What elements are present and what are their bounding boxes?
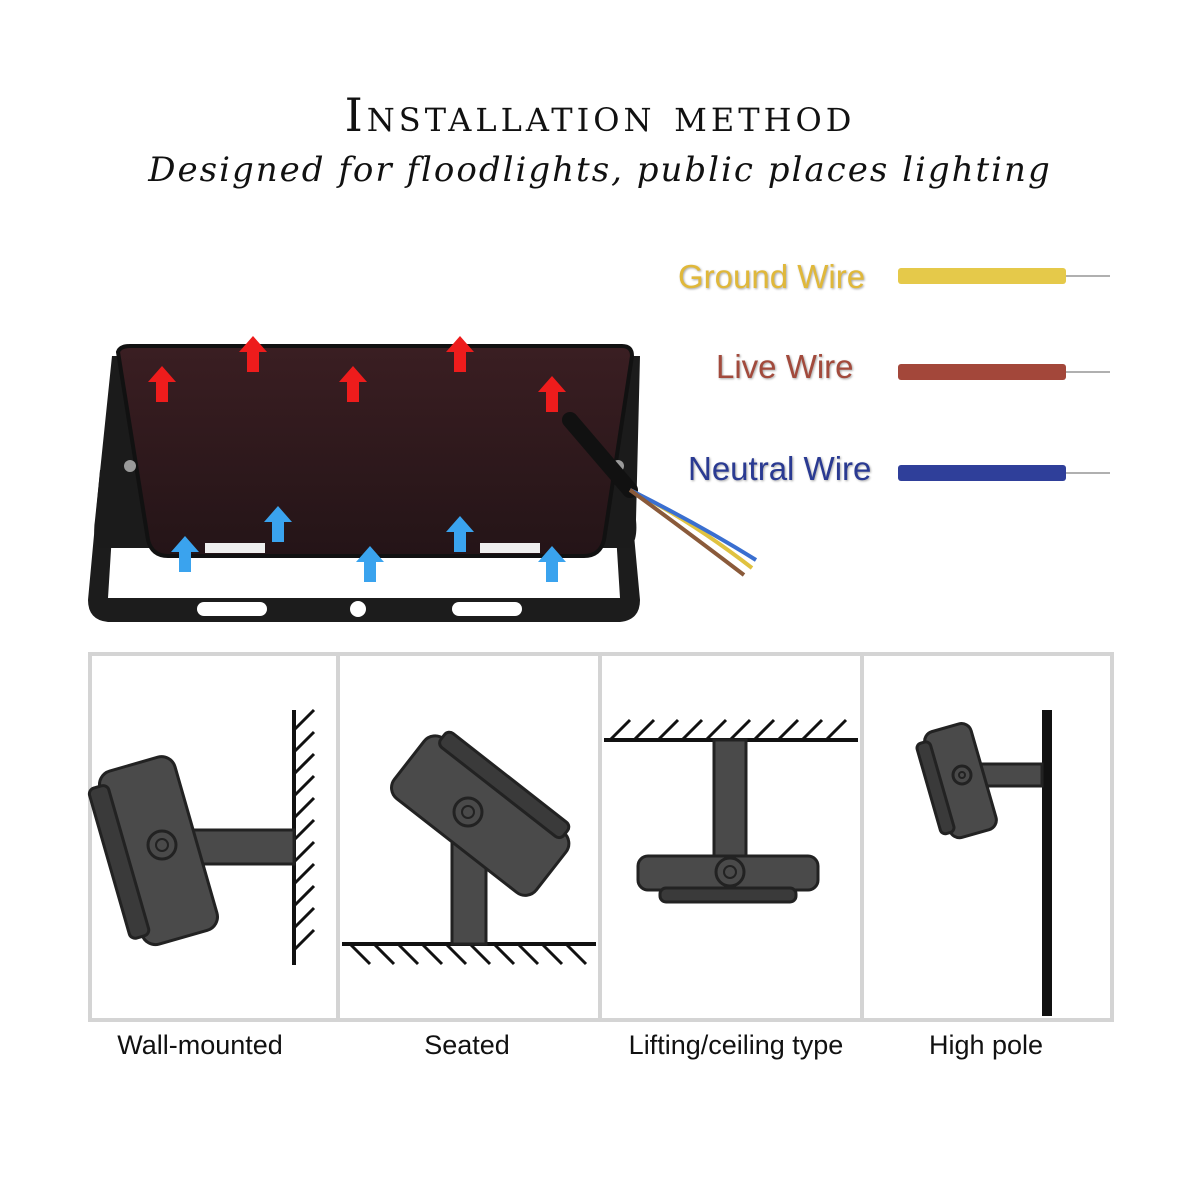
cool-air-arrow-icon xyxy=(446,516,474,552)
live-wire-label: Live Wire xyxy=(716,348,854,385)
bracket-slot-right xyxy=(452,602,522,616)
cool-air-arrow-icon xyxy=(356,546,384,582)
neutral-wire-tip xyxy=(1066,472,1110,474)
live-wire-tip xyxy=(1066,371,1110,373)
seated-diagram xyxy=(342,730,596,966)
caption-seated: Seated xyxy=(424,1030,510,1060)
cool-air-arrow-icon xyxy=(538,546,566,582)
caption-high-pole: High pole xyxy=(928,1030,1044,1060)
hot-air-arrow-icon xyxy=(538,376,566,412)
page-subtitle: Designed for floodlights, public places … xyxy=(148,150,1052,190)
caption-ceiling: Lifting/ceiling type xyxy=(628,1030,844,1060)
neutral-wire-label: Neutral Wire xyxy=(688,450,872,487)
ground-wire xyxy=(898,268,1066,284)
high-pole-diagram xyxy=(915,710,1052,1016)
ceiling-diagram xyxy=(604,718,858,904)
power-cable xyxy=(562,412,638,498)
mounting-bracket xyxy=(88,470,640,622)
bracket-hole xyxy=(350,601,366,617)
wall-mounted-diagram xyxy=(87,708,316,965)
bracket-slot-left xyxy=(197,602,267,616)
hot-air-arrow-icon xyxy=(339,366,367,402)
hot-air-arrow-icon xyxy=(239,336,267,372)
caption-wall-mounted: Wall-mounted xyxy=(117,1030,283,1060)
panel-frame xyxy=(88,652,1114,1022)
floodlight-back-illustration xyxy=(88,336,758,622)
ground-wire-tip xyxy=(1066,275,1110,277)
airflow-arrows xyxy=(148,336,566,582)
hot-air-arrow-icon xyxy=(148,366,176,402)
hot-air-arrow-icon xyxy=(446,336,474,372)
ground-wire-label: Ground Wire xyxy=(678,258,866,295)
label-sticker-right xyxy=(480,543,540,553)
cool-air-arrow-icon xyxy=(264,506,292,542)
live-wire xyxy=(898,364,1066,380)
cool-air-arrow-icon xyxy=(171,536,199,572)
label-sticker-left xyxy=(205,543,265,553)
page-title: Installation method xyxy=(344,88,856,142)
floodlight-body xyxy=(115,344,635,558)
neutral-wire xyxy=(898,465,1066,481)
